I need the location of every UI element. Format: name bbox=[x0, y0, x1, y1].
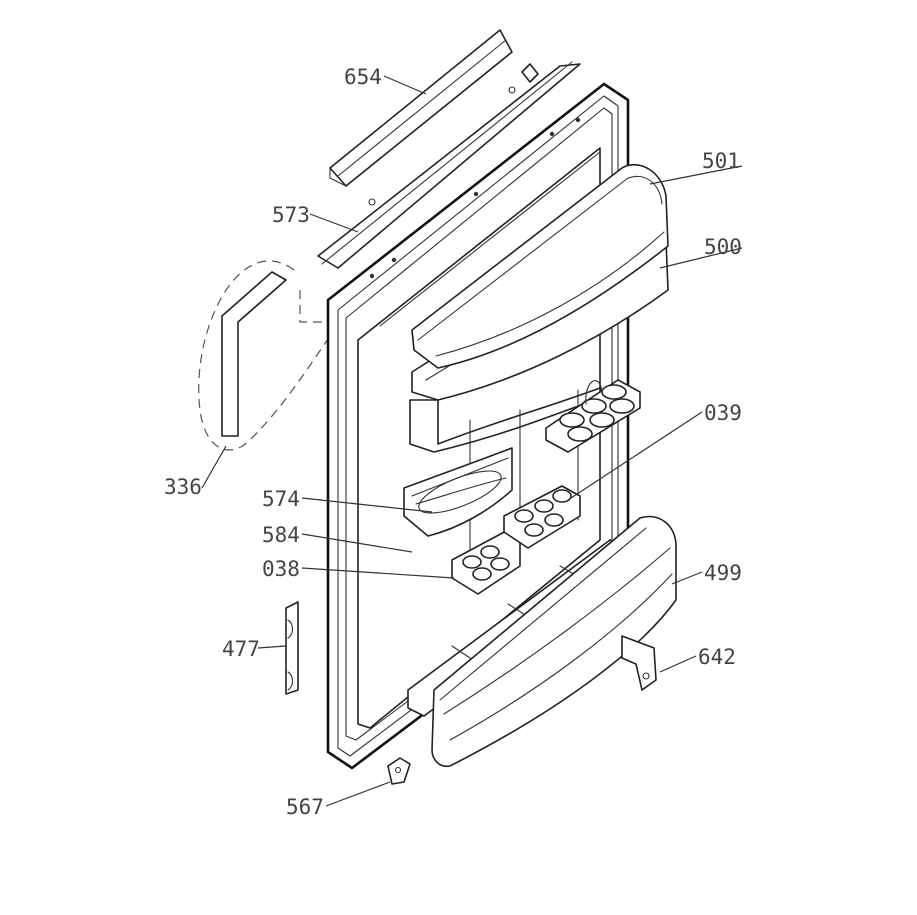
callout-labels: 654 501 573 500 039 336 574 584 038 499 … bbox=[164, 65, 742, 819]
part-501-dairy-flap bbox=[411, 163, 669, 369]
callout-584: 584 bbox=[262, 523, 300, 547]
callout-574: 574 bbox=[262, 487, 300, 511]
callout-642: 642 bbox=[698, 645, 736, 669]
part-039-egg-tray bbox=[545, 379, 641, 453]
callout-501: 501 bbox=[702, 149, 740, 173]
part-574-door-shelf bbox=[403, 447, 513, 537]
part-499-bottle-balcony bbox=[431, 515, 677, 768]
callout-499: 499 bbox=[704, 561, 742, 585]
callout-039: 039 bbox=[704, 401, 742, 425]
callout-477: 477 bbox=[222, 637, 260, 661]
leader-lines bbox=[201, 75, 743, 807]
part-038-egg-tray bbox=[451, 485, 581, 595]
callout-500: 500 bbox=[704, 235, 742, 259]
callout-573: 573 bbox=[272, 203, 310, 227]
part-573-hinge-rail bbox=[317, 61, 581, 269]
part-642-side-clip bbox=[621, 635, 657, 691]
part-336-side-strip bbox=[198, 260, 336, 451]
part-654-top-cover bbox=[329, 29, 513, 187]
part-567-bottom-pin bbox=[387, 757, 411, 785]
part-477-hinge-bracket bbox=[285, 601, 299, 695]
callout-038: 038 bbox=[262, 557, 300, 581]
callout-336: 336 bbox=[164, 475, 202, 499]
callout-654: 654 bbox=[344, 65, 382, 89]
callout-567: 567 bbox=[286, 795, 324, 819]
